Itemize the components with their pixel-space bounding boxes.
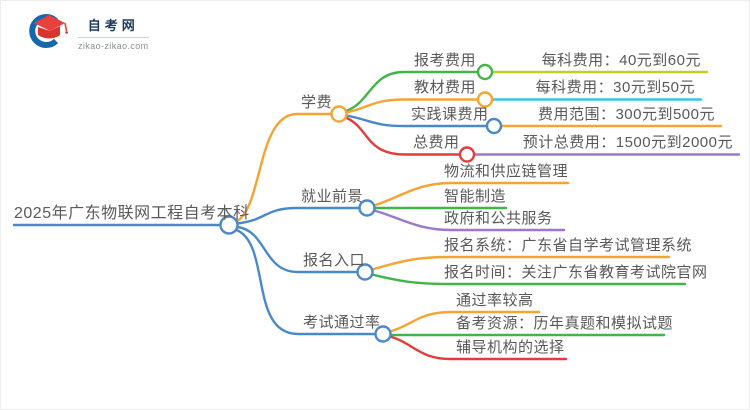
leaf-signup-time[interactable]: 报名时间：关注广东省教育考试院官网	[444, 264, 708, 281]
leaf-signup-system[interactable]: 报名系统：广东省自学考试管理系统	[444, 237, 693, 254]
edge-tuition-exam-fee	[344, 70, 480, 113]
edge-pass-rate-high	[388, 310, 541, 333]
leaf-practical-fee-detail[interactable]: 费用范围：300元到500元	[537, 106, 715, 123]
leaf-logistics[interactable]: 物流和供应链管理	[444, 163, 569, 180]
edge-employment-government	[372, 209, 566, 232]
toggle-root[interactable]	[219, 215, 239, 235]
edge-pass-rate-tutoring	[388, 335, 568, 361]
node-tuition[interactable]: 学费	[301, 94, 333, 111]
leaf-exam-resources[interactable]: 备考资源：历年真题和模拟试题	[456, 315, 674, 332]
logo-domain: zikao-zikao.com	[78, 37, 149, 51]
edge-tuition-textbook-fee	[345, 98, 480, 114]
logo-graduation-cap-icon	[29, 14, 68, 48]
logo-text: 自考网 zikao-zikao.com	[78, 15, 149, 51]
edge-signup-time	[370, 273, 687, 286]
edge-root-tuition	[235, 112, 334, 223]
toggle-practical-fee[interactable]	[485, 117, 503, 135]
leaf-tutoring-choice[interactable]: 辅导机构的选择	[456, 339, 565, 356]
leaf-government[interactable]: 政府和公共服务	[444, 210, 553, 227]
node-practical-fee[interactable]: 实践课费用	[411, 106, 489, 123]
edge-tuition-practical-fee	[344, 114, 489, 128]
leaf-manufacturing[interactable]: 智能制造	[444, 188, 507, 205]
edge-tuition-total-fee	[344, 116, 462, 156]
node-pass-rate[interactable]: 考试通过率	[303, 314, 381, 331]
toggle-signup[interactable]	[356, 263, 374, 281]
toggle-textbook-fee[interactable]	[476, 91, 494, 108]
toggle-total-fee[interactable]	[458, 146, 476, 163]
edge-root-pass-rate	[235, 228, 378, 336]
logo[interactable]: 自考网 zikao-zikao.com	[29, 13, 149, 53]
node-employment[interactable]: 就业前景	[301, 188, 364, 205]
logo-title: 自考网	[87, 18, 139, 33]
edge-employment-logistics	[372, 181, 570, 207]
leaf-textbook-fee-detail[interactable]: 每科费用：30元到50元	[535, 79, 695, 96]
toggle-employment[interactable]	[358, 199, 376, 217]
node-root[interactable]: 2025年广东物联网工程自考本科	[14, 205, 250, 222]
node-signup[interactable]: 报名入口	[303, 252, 366, 269]
leaf-pass-rate-high[interactable]: 通过率较高	[456, 292, 534, 309]
node-exam-fee[interactable]: 报考费用	[414, 52, 477, 69]
edge-signup-system	[370, 255, 671, 271]
toggle-exam-fee[interactable]	[476, 63, 494, 81]
edge-root-signup	[236, 225, 360, 274]
toggle-pass-rate[interactable]	[374, 325, 392, 343]
leaf-total-fee-detail[interactable]: 预计总费用：1500元到2000元	[522, 134, 733, 151]
node-total-fee[interactable]: 总费用	[413, 134, 460, 151]
node-textbook-fee[interactable]: 教材费用	[414, 79, 477, 96]
edge-root-employment	[236, 206, 362, 225]
leaf-exam-fee-detail[interactable]: 每科费用：40元到60元	[541, 52, 701, 69]
toggle-tuition[interactable]	[330, 105, 348, 123]
